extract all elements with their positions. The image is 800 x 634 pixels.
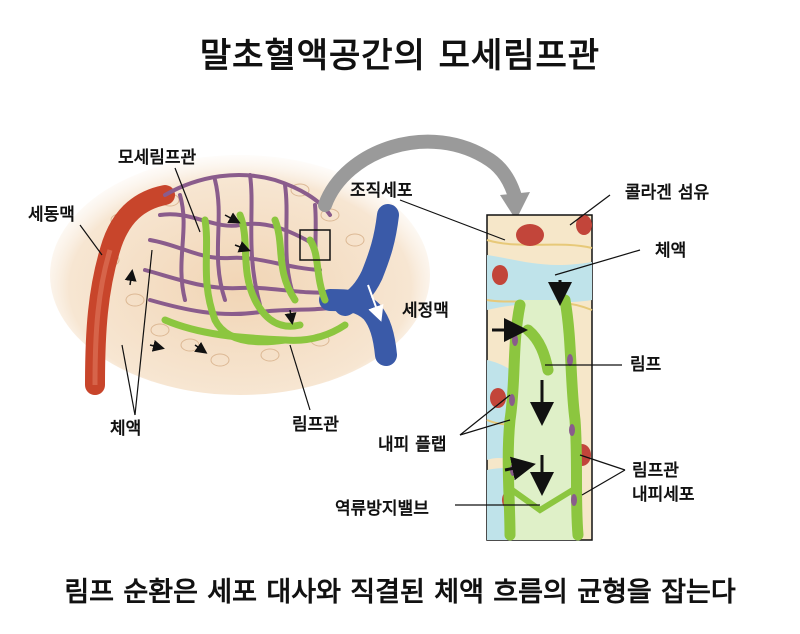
label-arteriole: 세동맥 <box>28 200 75 225</box>
label-interstitial-fluid-right: 체액 <box>655 236 686 261</box>
caption: 림프 순환은 세포 대사와 직결된 체액 흐름의 균형을 잡는다 <box>0 570 800 609</box>
label-lymph: 림프 <box>630 350 661 375</box>
label-endothelial-cell-line2: 내피세포 <box>632 480 695 505</box>
label-venule: 세정맥 <box>402 296 449 321</box>
label-valve: 역류방지밸브 <box>335 494 429 519</box>
label-interstitial-fluid-left: 체액 <box>110 414 141 439</box>
label-endothelial-flap: 내피 플랩 <box>378 430 446 455</box>
label-endothelial-cell-line1: 림프관 <box>632 456 679 481</box>
label-collagen-fiber: 콜라겐 섬유 <box>625 178 709 203</box>
label-lymph-vessel: 림프관 <box>292 410 339 435</box>
label-lymph-capillary: 모세림프관 <box>118 143 196 168</box>
label-tissue-cell: 조직세포 <box>350 176 413 201</box>
zoom-panel <box>487 215 592 540</box>
